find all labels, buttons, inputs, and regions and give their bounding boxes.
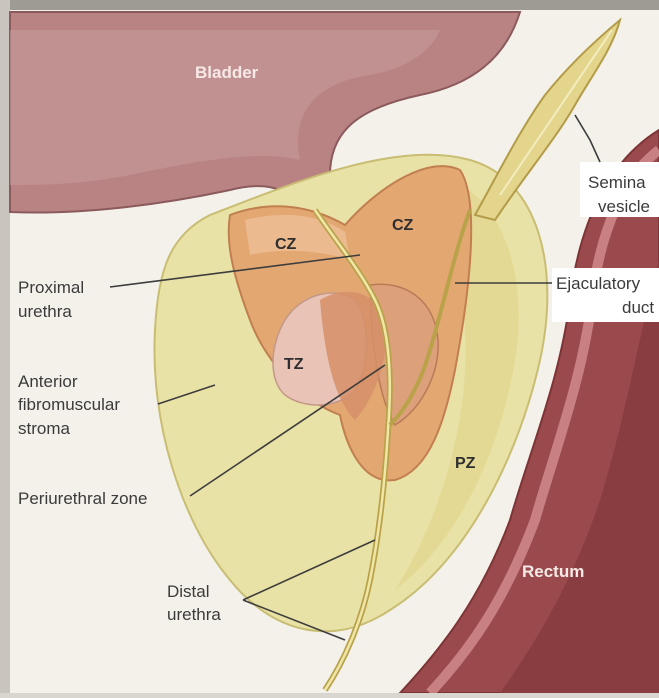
cz-left-label: CZ	[275, 236, 297, 253]
afs-label-line2: fibromuscular	[18, 395, 120, 414]
proximal-urethra-label-line1: Proximal	[18, 278, 84, 297]
rectum-label: Rectum	[522, 562, 584, 581]
top-edge	[0, 0, 659, 10]
distal-urethra-label-line2: urethra	[167, 605, 221, 624]
tz-label: TZ	[284, 356, 304, 373]
afs-label-line3: stroma	[18, 419, 71, 438]
cz-right-label: CZ	[392, 217, 414, 234]
left-edge	[0, 0, 10, 693]
afs-label-line1: Anterior	[18, 372, 78, 391]
distal-urethra-label-line1: Distal	[167, 582, 210, 601]
proximal-urethra-label-line2: urethra	[18, 302, 72, 321]
bladder-label: Bladder	[195, 63, 259, 82]
seminal-vesicle-label-line2: vesicle	[598, 197, 650, 216]
ejaculatory-duct-label-line2: duct	[622, 298, 654, 317]
pz-label: PZ	[455, 455, 476, 472]
ejaculatory-duct-label-line1: Ejaculatory	[556, 274, 641, 293]
periurethral-zone-label: Periurethral zone	[18, 489, 147, 508]
seminal-vesicle-label-line1: Semina	[588, 173, 646, 192]
